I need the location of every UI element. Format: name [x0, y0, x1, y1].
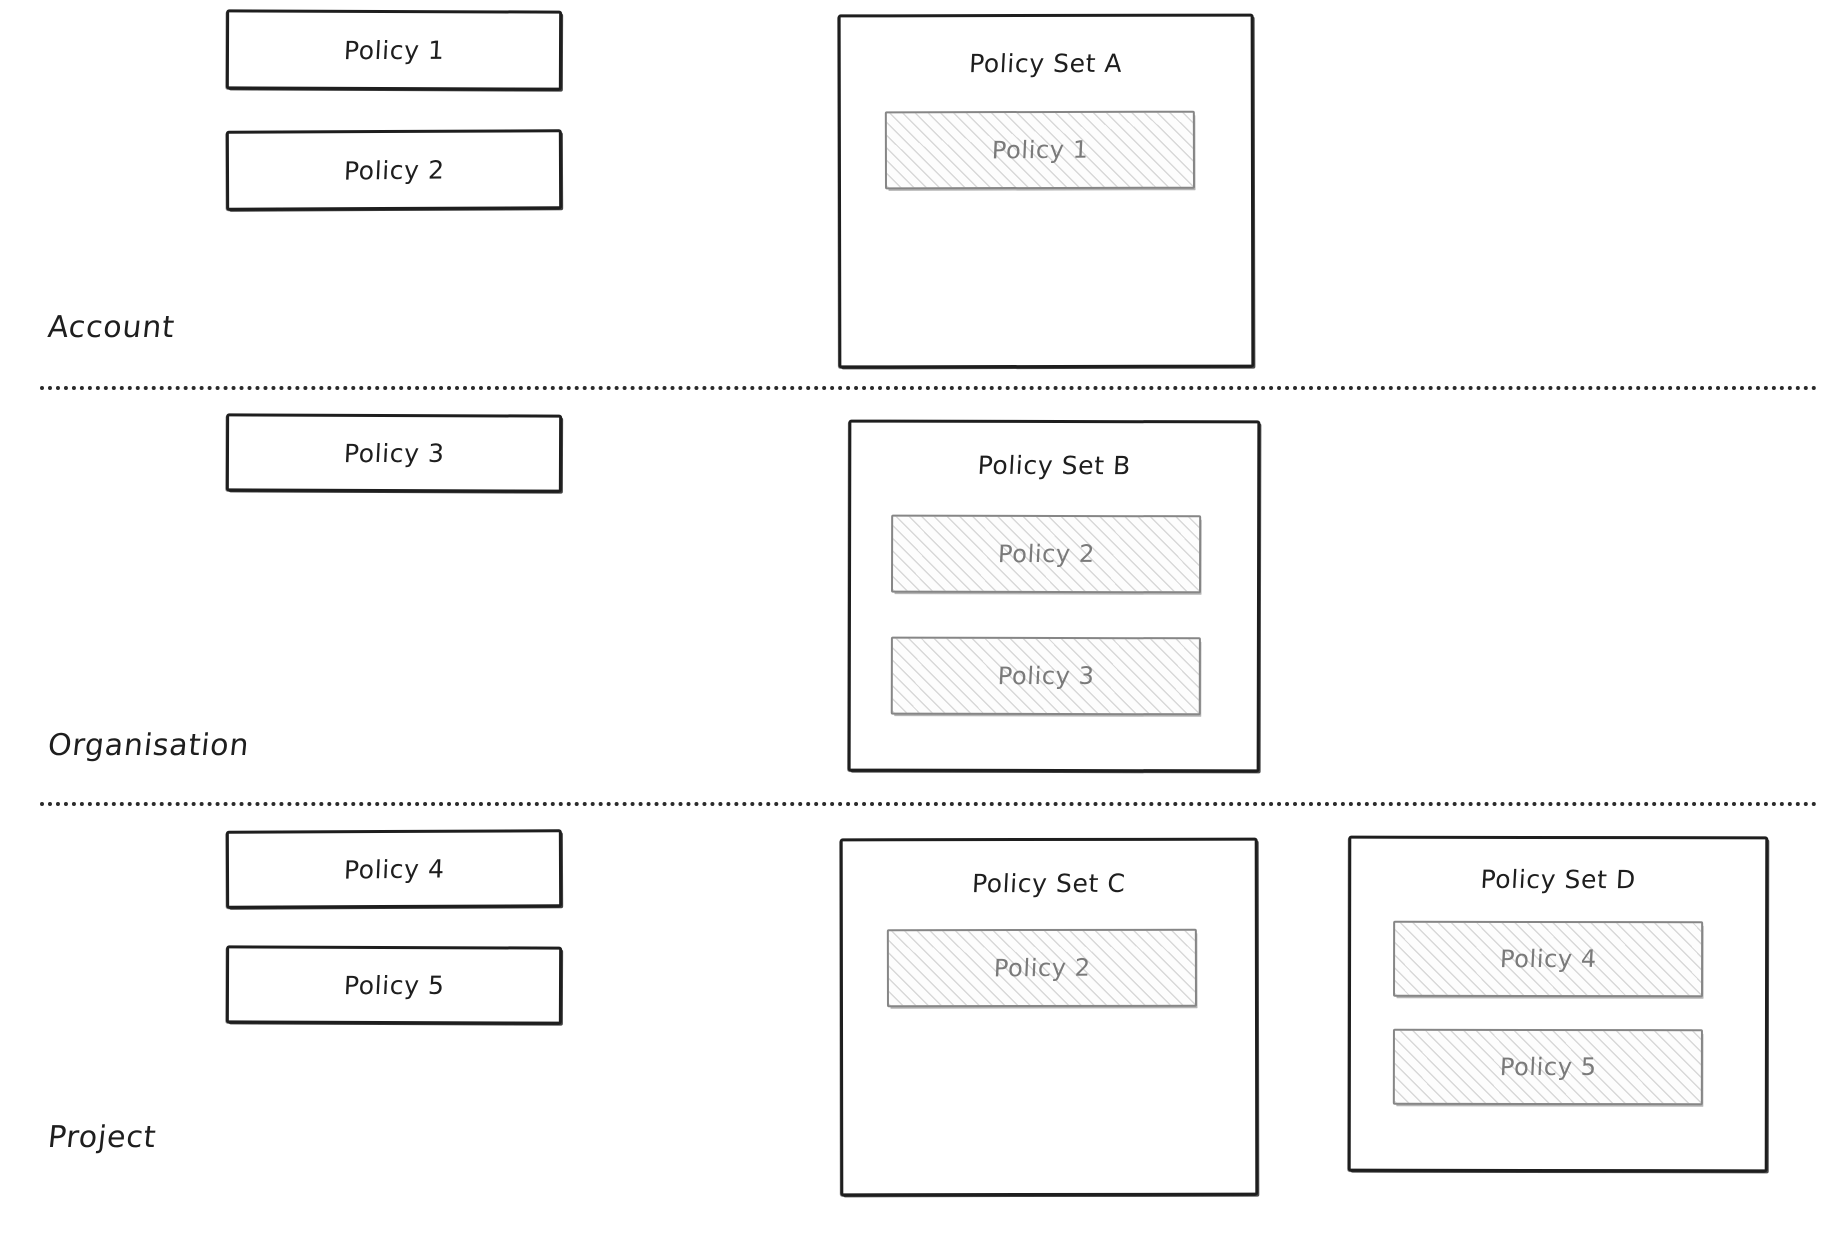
policy-card-policy-3[interactable]: Policy 3	[225, 413, 563, 493]
policy-set-d[interactable]: Policy Set D Policy 4 Policy 5	[1347, 835, 1769, 1173]
policy-chip-policy-2[interactable]: Policy 2	[891, 514, 1202, 594]
policy-set-title: Policy Set C	[971, 868, 1127, 899]
policy-card-policy-2[interactable]: Policy 2	[225, 129, 563, 211]
policy-card-label: Policy 5	[342, 970, 446, 1000]
policy-set-title: Policy Set D	[1479, 864, 1637, 895]
policy-chip-policy-5[interactable]: Policy 5	[1392, 1028, 1703, 1106]
policy-card-policy-1[interactable]: Policy 1	[225, 9, 563, 91]
section-divider-organisation-project	[40, 802, 1818, 806]
policy-set-title: Policy Set B	[976, 450, 1132, 481]
policy-chip-policy-4[interactable]: Policy 4	[1393, 920, 1704, 998]
policy-card-policy-5[interactable]: Policy 5	[225, 945, 563, 1025]
policy-set-title: Policy Set A	[968, 48, 1124, 79]
policy-chip-label: Policy 2	[997, 539, 1096, 569]
policy-set-b[interactable]: Policy Set B Policy 2 Policy 3	[847, 419, 1261, 773]
policy-card-label: Policy 2	[343, 154, 445, 186]
section-divider-account-organisation	[40, 386, 1818, 390]
policy-card-label: Policy 1	[342, 35, 446, 65]
policy-set-a[interactable]: Policy Set A Policy 1	[837, 13, 1255, 369]
policy-chip-label: Policy 4	[1499, 944, 1598, 974]
policy-chip-label: Policy 2	[992, 953, 1091, 983]
policy-set-c[interactable]: Policy Set C Policy 2	[839, 837, 1259, 1197]
section-label-project: Project	[46, 1120, 159, 1155]
policy-chip-policy-3[interactable]: Policy 3	[890, 636, 1201, 716]
policy-card-label: Policy 4	[343, 853, 445, 885]
section-label-account: Account	[46, 310, 177, 345]
section-label-organisation: Organisation	[46, 728, 252, 763]
policy-card-label: Policy 3	[342, 438, 446, 468]
policy-chip-label: Policy 1	[990, 135, 1089, 165]
policy-chip-policy-2[interactable]: Policy 2	[886, 928, 1197, 1008]
policy-card-policy-4[interactable]: Policy 4	[225, 829, 563, 909]
policy-chip-policy-1[interactable]: Policy 1	[884, 110, 1195, 190]
policy-chip-label: Policy 5	[1498, 1052, 1597, 1082]
policy-chip-label: Policy 3	[996, 661, 1095, 691]
